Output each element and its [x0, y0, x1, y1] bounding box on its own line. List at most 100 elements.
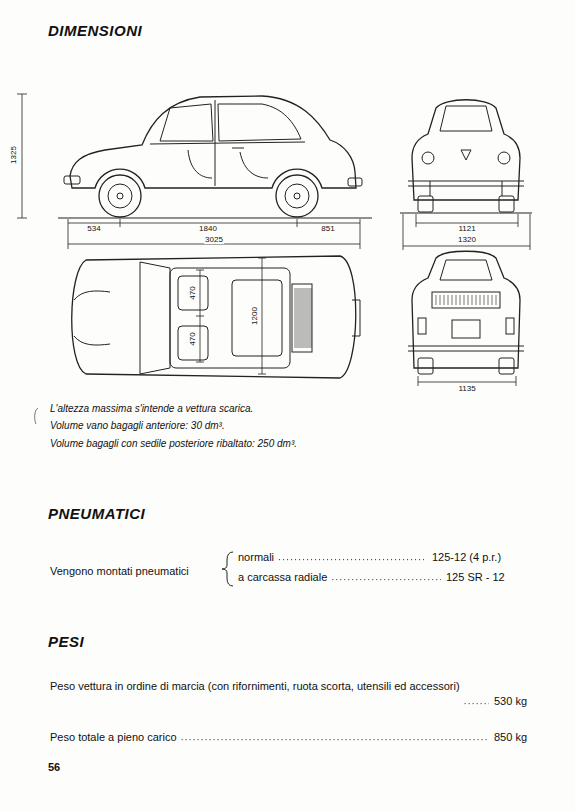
drawing-stroke	[452, 295, 453, 305]
drawing-stroke	[468, 295, 469, 305]
spec-text: Vengono montati pneumatici	[50, 565, 189, 578]
drawing-stroke	[68, 219, 360, 249]
drawing-stroke	[17, 94, 27, 218]
drawing-stroke	[352, 300, 360, 336]
drawing-stroke	[196, 270, 204, 362]
louvres	[295, 288, 496, 348]
spec-text: 530 kg	[494, 695, 527, 708]
drawing-stroke	[498, 152, 510, 164]
drawing-stroke	[440, 295, 441, 305]
drawing-stroke	[309, 288, 310, 348]
note: L'altezza massima s'intende a vettura sc…	[50, 403, 253, 415]
drawing-stroke	[170, 268, 290, 368]
drawing-stroke	[178, 276, 208, 310]
drawing-stroke	[292, 284, 312, 352]
drawing-stroke	[58, 217, 372, 218]
dimension-value: 1325	[10, 145, 18, 165]
section-heading: PNEUMATICI	[48, 505, 145, 522]
drawing-stroke	[499, 196, 514, 212]
top-view	[72, 256, 360, 378]
drawing-stroke	[295, 288, 296, 348]
dimension-value: 534	[86, 225, 101, 233]
drawing-stroke	[499, 358, 514, 374]
drawing-stroke	[403, 214, 530, 250]
drawing-stroke	[117, 193, 123, 199]
spec-text: Peso totale a pieno carico	[50, 731, 177, 744]
drawing-stroke	[436, 295, 437, 305]
dot-leader	[332, 579, 441, 580]
drawing-stroke	[160, 104, 213, 141]
drawing-stroke	[422, 152, 434, 164]
drawing-stroke	[99, 175, 141, 217]
drawing-stroke	[444, 295, 445, 305]
dimension-value: 3025	[204, 236, 224, 244]
drawing-stroke	[301, 288, 302, 348]
section-heading: PESI	[48, 633, 84, 650]
drawing-stroke	[276, 175, 318, 217]
drawing-stroke	[297, 288, 298, 348]
spec-text: a carcassa radiale	[238, 571, 327, 584]
page-number: 56	[48, 761, 60, 774]
drawing-stroke	[452, 320, 480, 338]
note: Volume bagagli con sedile posteriore rib…	[50, 438, 297, 450]
drawing-stroke	[108, 184, 132, 208]
dot-leader	[465, 703, 489, 704]
drawing-stroke	[412, 100, 520, 200]
spec-text: normali	[238, 551, 274, 564]
drawing-stroke	[464, 295, 465, 305]
drawing-stroke	[408, 346, 524, 351]
drawing-stroke	[348, 178, 362, 186]
dot-leaders	[182, 560, 489, 740]
drawing-stroke	[72, 256, 356, 378]
dimension-value: 470	[189, 285, 197, 300]
drawing-stroke	[232, 280, 282, 356]
drawing-stroke	[258, 258, 266, 374]
drawing-stroke	[307, 288, 308, 348]
drawing-stroke	[492, 295, 493, 305]
drawing-stroke	[480, 295, 481, 305]
drawing-stroke	[285, 184, 309, 208]
drawing-stroke	[140, 262, 170, 374]
dot-leader	[182, 739, 489, 740]
drawing-stroke	[488, 295, 489, 305]
side-view	[58, 96, 372, 218]
drawing-stroke	[440, 260, 492, 280]
drawing-stroke	[74, 291, 110, 345]
drawing-stroke	[303, 288, 304, 348]
drawing-stroke	[448, 295, 449, 305]
drawing-stroke	[432, 292, 500, 308]
drawing-stroke	[178, 326, 208, 360]
drawing-stroke	[476, 295, 477, 305]
drawing-stroke	[188, 150, 268, 178]
dimension-value: 470	[189, 331, 197, 346]
drawing-stroke	[461, 150, 471, 160]
drawing-stroke	[70, 96, 356, 188]
dimension-value: 1121	[457, 225, 476, 233]
drawing-stroke	[440, 106, 492, 131]
drawing-stroke	[35, 408, 38, 424]
drawing-stroke	[64, 176, 80, 184]
drawing-stroke	[294, 193, 300, 199]
drawing-stroke	[496, 295, 497, 305]
drawing-stroke	[418, 318, 426, 334]
note: Volume vano bagagli anteriore: 30 dm³.	[50, 420, 225, 432]
front-view	[400, 100, 532, 213]
drawing-stroke	[150, 100, 305, 186]
drawing-stroke	[311, 288, 312, 348]
dimension-value: 1200	[251, 306, 259, 326]
drawing-stroke	[460, 295, 461, 305]
section-heading: DIMENSIONI	[48, 22, 142, 39]
drawing-stroke	[408, 181, 524, 196]
dot-leader	[279, 559, 427, 560]
dimension-lines	[17, 94, 530, 424]
drawing-stroke	[418, 196, 433, 212]
spec-text: 850 kg	[494, 731, 527, 744]
rear-view	[408, 251, 524, 374]
spec-text: Peso vettura in ordine di marcia (con ri…	[50, 677, 496, 695]
drawing-stroke	[472, 295, 473, 305]
dimension-value: 851	[320, 225, 335, 233]
dimension-value: 1840	[198, 225, 218, 233]
drawing-stroke	[456, 295, 457, 305]
dimension-value: 1135	[457, 385, 476, 393]
